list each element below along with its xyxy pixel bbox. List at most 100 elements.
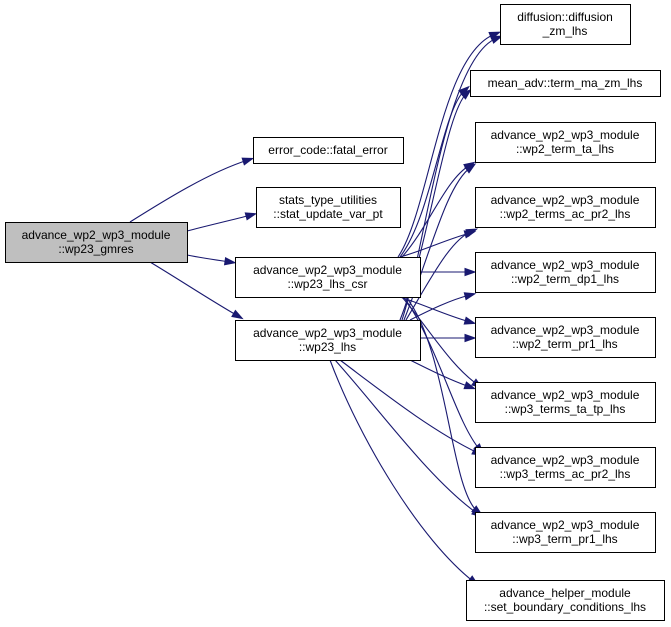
node-dp1[interactable]: advance_wp2_wp3_module::wp2_term_dp1_lhs (475, 252, 656, 293)
node-box[interactable] (235, 320, 421, 361)
node-label: ::wp3_terms_ta_tp_lhs (505, 402, 626, 416)
edge-line (397, 33, 496, 258)
node-box[interactable] (475, 512, 656, 553)
node-label: ::set_boundary_conditions_lhs (484, 600, 646, 614)
node-label: mean_adv::term_ma_zm_lhs (488, 76, 643, 90)
edge-line (334, 359, 479, 515)
node-label: ::wp2_term_pr1_lhs (512, 337, 617, 351)
node-box[interactable] (235, 257, 421, 298)
edges-layer (129, 31, 504, 586)
node-label: _zm_lhs (542, 24, 588, 38)
node-box[interactable] (475, 382, 656, 423)
node-label: diffusion::diffusion (517, 10, 613, 24)
edge-csr-to-dp1 (420, 267, 477, 277)
node-box[interactable] (466, 580, 665, 621)
node-label: ::wp23_lhs (299, 340, 356, 354)
edge-arrowhead (464, 163, 477, 174)
edge-arrowhead (465, 228, 479, 237)
edge-root-to-fatal (129, 157, 255, 223)
node-label: ::wp3_term_pr1_lhs (512, 532, 617, 546)
edge-line (186, 254, 231, 263)
edge-arrowhead (241, 157, 255, 166)
node-label: ::stat_update_var_pt (273, 207, 383, 221)
node-box[interactable] (253, 137, 404, 164)
edge-line (149, 261, 239, 317)
node-label: ::wp2_term_dp1_lhs (511, 272, 619, 286)
edge-line (339, 359, 479, 454)
node-label: advance_wp2_wp3_module (491, 193, 640, 207)
edge-lhs-to-tatp (409, 359, 477, 390)
node-label: advance_wp2_wp3_module (491, 323, 640, 337)
node-label: advance_wp2_wp3_module (491, 518, 640, 532)
node-box[interactable] (500, 4, 631, 45)
node-label: advance_wp2_wp3_module (491, 453, 640, 467)
node-diff[interactable]: diffusion::diffusion_zm_lhs (500, 4, 631, 45)
node-label: ::wp2_term_ta_lhs (516, 142, 614, 156)
node-stat[interactable]: stats_type_utilities::stat_update_var_pt (256, 187, 401, 228)
node-box[interactable] (475, 317, 656, 358)
node-box[interactable] (256, 187, 401, 228)
edge-arrowhead (464, 333, 477, 343)
node-lhs[interactable]: advance_wp2_wp3_module::wp23_lhs (235, 320, 421, 361)
node-root[interactable]: advance_wp2_wp3_module::wp23_gmres (5, 222, 188, 263)
node-label: stats_type_utilities (279, 193, 377, 207)
edge-arrowhead (490, 35, 504, 44)
node-label: advance_wp2_wp3_module (253, 263, 402, 277)
edge-lhs-to-dp1 (409, 292, 477, 321)
edge-arrowhead (231, 309, 244, 320)
edge-line (129, 159, 249, 223)
node-box[interactable] (475, 447, 656, 488)
node-box[interactable] (475, 122, 656, 163)
edge-line (409, 294, 471, 321)
node-label: ::wp23_gmres (58, 242, 133, 256)
node-label: ::wp3_terms_ac_pr2_lhs (500, 467, 631, 481)
node-acpr2[interactable]: advance_wp2_wp3_module::wp2_terms_ac_pr2… (475, 187, 656, 228)
node-pr1b[interactable]: advance_wp2_wp3_module::wp3_term_pr1_lhs (475, 512, 656, 553)
edge-line (399, 296, 471, 323)
node-label: advance_wp2_wp3_module (22, 228, 171, 242)
node-tatp[interactable]: advance_wp2_wp3_module::wp3_terms_ta_tp_… (475, 382, 656, 423)
node-label: advance_helper_module (499, 586, 631, 600)
node-label: advance_wp2_wp3_module (491, 128, 640, 142)
edge-line (399, 89, 466, 258)
edge-line (405, 230, 473, 321)
node-mean[interactable]: mean_adv::term_ma_zm_lhs (470, 70, 661, 97)
edge-root-to-csr (186, 254, 237, 266)
node-box[interactable] (475, 187, 656, 228)
node-box[interactable] (5, 222, 188, 263)
node-bc[interactable]: advance_helper_module::set_boundary_cond… (466, 580, 665, 621)
edge-line (399, 232, 471, 258)
edge-root-to-stat (186, 212, 258, 232)
edge-arrowhead (463, 292, 477, 301)
edge-arrowhead (244, 212, 258, 221)
edge-line (186, 214, 252, 232)
nodes-layer: advance_wp2_wp3_module::wp23_gmres error_… (5, 4, 665, 621)
node-label: ::wp2_terms_ac_pr2_lhs (500, 207, 631, 221)
node-label: error_code::fatal_error (268, 143, 387, 157)
node-acpr2b[interactable]: advance_wp2_wp3_module::wp3_terms_ac_pr2… (475, 447, 656, 488)
node-label: advance_wp2_wp3_module (253, 326, 402, 340)
node-box[interactable] (470, 70, 661, 97)
node-csr[interactable]: advance_wp2_wp3_module::wp23_lhs_csr (235, 257, 421, 298)
edge-lhs-to-bc (329, 359, 480, 586)
edge-root-to-lhs (149, 261, 244, 320)
edge-lhs-to-pr1 (419, 333, 477, 343)
edge-arrowhead (223, 257, 237, 266)
node-fatal[interactable]: error_code::fatal_error (253, 137, 404, 164)
edge-lhs-to-acpr2b (339, 359, 484, 456)
edge-lhs-to-acpr2 (405, 228, 479, 321)
node-ta[interactable]: advance_wp2_wp3_module::wp2_term_ta_lhs (475, 122, 656, 163)
node-label: advance_wp2_wp3_module (491, 258, 640, 272)
node-label: ::wp23_lhs_csr (287, 277, 367, 291)
edge-line (401, 164, 471, 258)
node-label: advance_wp2_wp3_module (491, 388, 640, 402)
edge-line (409, 359, 471, 388)
edge-arrowhead (463, 316, 477, 325)
node-pr1[interactable]: advance_wp2_wp3_module::wp2_term_pr1_lhs (475, 317, 656, 358)
edge-line (329, 359, 475, 583)
edge-arrowhead (463, 381, 477, 390)
edge-arrowhead (464, 267, 477, 277)
node-box[interactable] (475, 252, 656, 293)
edge-csr-to-acpr2 (399, 230, 477, 258)
